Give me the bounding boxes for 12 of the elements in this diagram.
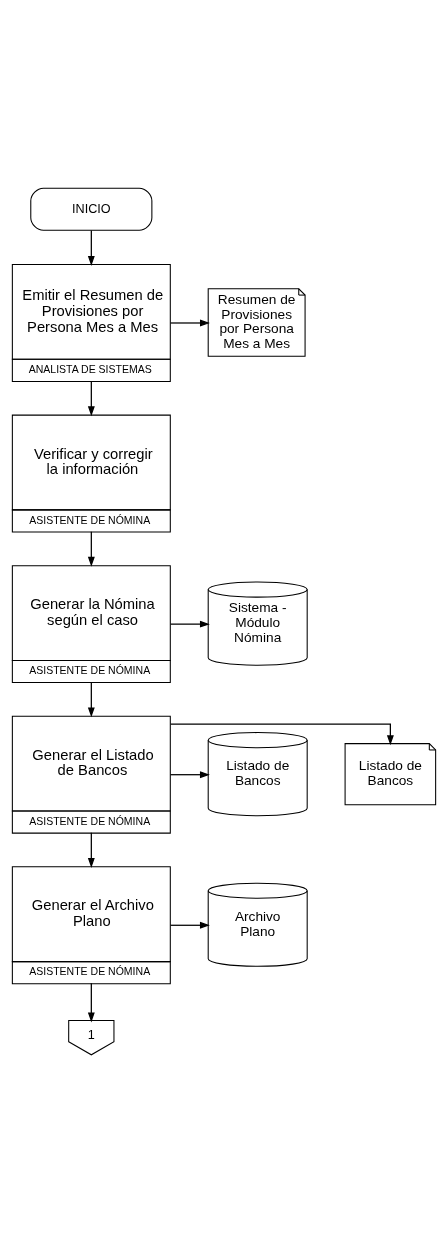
arrow bbox=[87, 229, 95, 266]
arrow bbox=[170, 771, 210, 779]
arrow bbox=[87, 982, 95, 1023]
arrow bbox=[87, 832, 95, 868]
arrow bbox=[87, 380, 95, 417]
node-box: INICIO bbox=[30, 187, 153, 231]
arrow bbox=[169, 319, 210, 327]
arrow bbox=[87, 531, 95, 567]
arrow bbox=[170, 620, 210, 628]
arrow bbox=[87, 681, 95, 718]
arrow bbox=[170, 921, 210, 929]
arrow bbox=[170, 723, 394, 746]
